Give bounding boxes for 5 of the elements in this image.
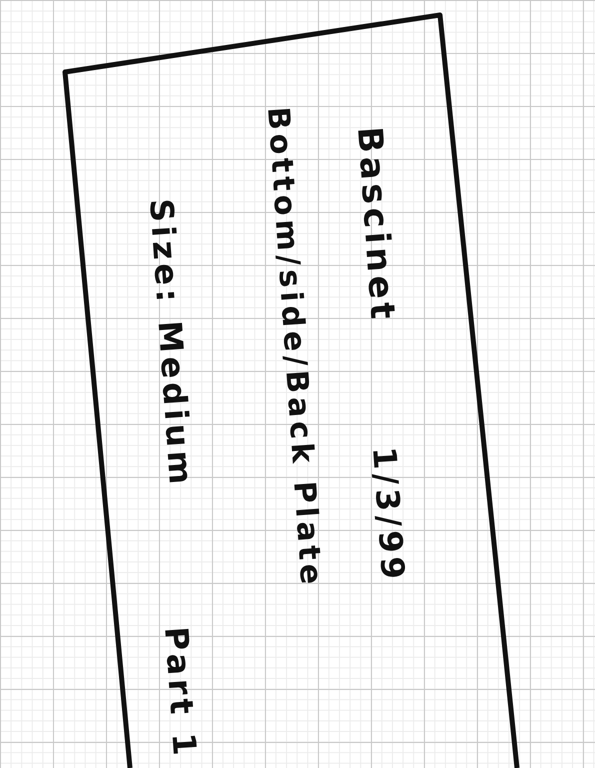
part-number: Part 1 [160, 626, 202, 760]
part-name: Bascinet [352, 126, 400, 324]
size-note: Size: Medium [145, 198, 198, 490]
piece-description: Bottom/side/Back Plate [262, 106, 326, 590]
date: 1/3/99 [368, 446, 410, 584]
